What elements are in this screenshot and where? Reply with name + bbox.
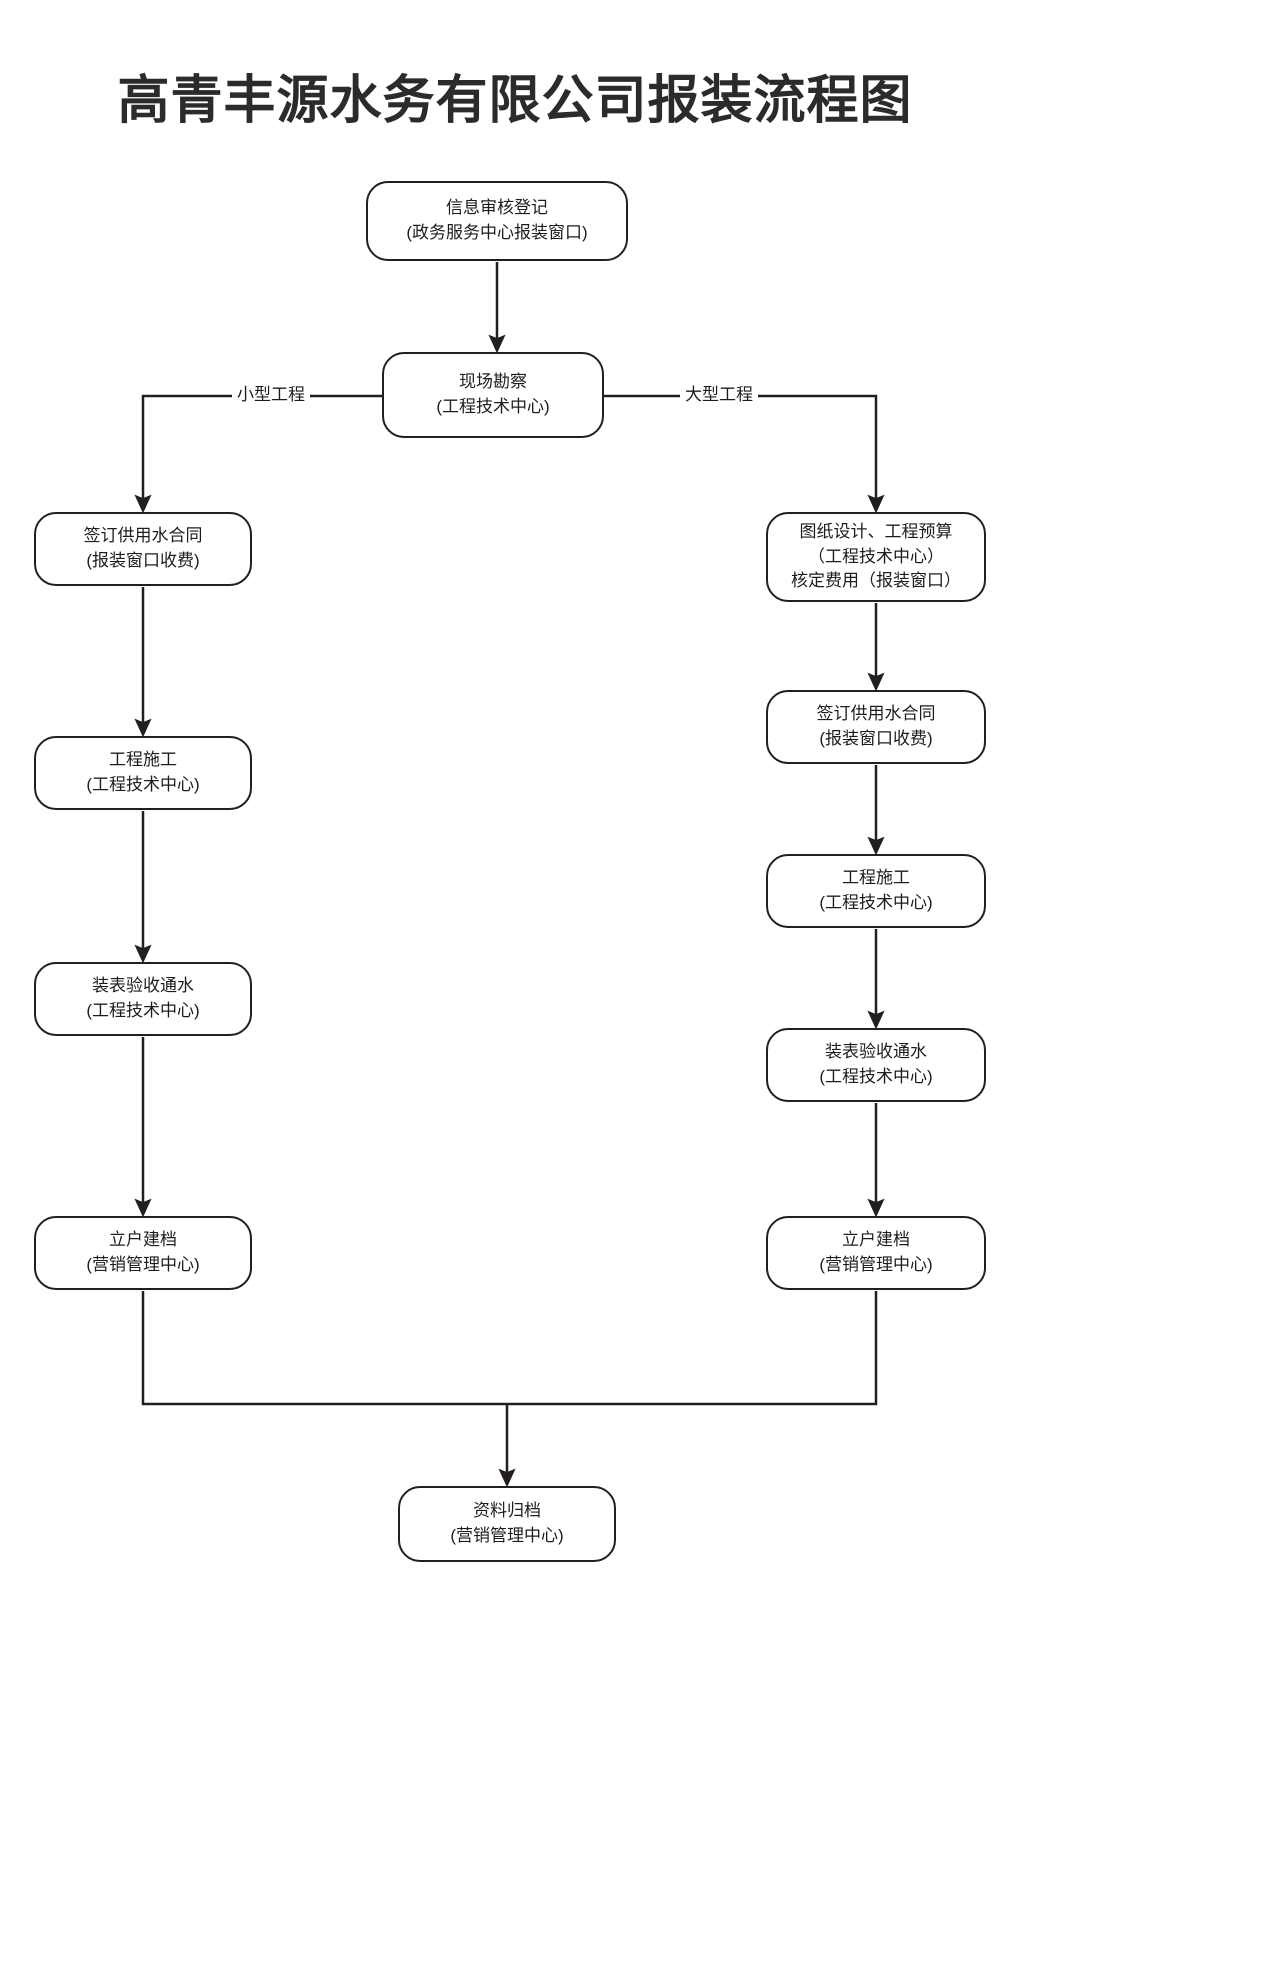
- page-title: 高青丰源水务有限公司报装流程图: [117, 72, 913, 130]
- node-left-account-setup[interactable]: 立户建档 (营销管理中心): [34, 1216, 252, 1290]
- node-line: (营销管理中心): [450, 1526, 564, 1545]
- node-line: (报装窗口收费): [86, 551, 200, 570]
- node-line: 图纸设计、工程预算: [799, 522, 953, 542]
- node-line: 签订供用水合同: [83, 526, 203, 546]
- edge-right-file-to-merge: [507, 1291, 878, 1406]
- node-line: 立户建档: [842, 1230, 910, 1250]
- node-archive[interactable]: 资料归档 (营销管理中心): [398, 1486, 616, 1562]
- node-line: (营销管理中心): [86, 1255, 200, 1274]
- node-right-sign-contract[interactable]: 签订供用水合同 (报装窗口收费): [766, 690, 986, 764]
- node-left-meter-acceptance[interactable]: 装表验收通水 (工程技术中心): [34, 962, 252, 1036]
- node-line: 装表验收通水: [825, 1042, 927, 1062]
- node-line: 现场勘察: [459, 372, 527, 392]
- node-line: (工程技术中心): [819, 1067, 933, 1086]
- node-line: 立户建档: [109, 1230, 177, 1250]
- node-right-construction[interactable]: 工程施工 (工程技术中心): [766, 854, 986, 928]
- node-line: (营销管理中心): [819, 1255, 933, 1274]
- node-right-meter-acceptance[interactable]: 装表验收通水 (工程技术中心): [766, 1028, 986, 1102]
- node-line: (工程技术中心): [819, 893, 933, 912]
- node-line: (工程技术中心): [86, 1001, 200, 1020]
- node-right-drawing-design[interactable]: 图纸设计、工程预算 （工程技术中心） 核定费用（报装窗口）: [766, 512, 986, 602]
- node-left-sign-contract[interactable]: 签订供用水合同 (报装窗口收费): [34, 512, 252, 586]
- node-line: 工程施工: [109, 750, 177, 770]
- node-left-construction[interactable]: 工程施工 (工程技术中心): [34, 736, 252, 810]
- node-site-survey[interactable]: 现场勘察 (工程技术中心): [382, 352, 604, 438]
- node-right-account-setup[interactable]: 立户建档 (营销管理中心): [766, 1216, 986, 1290]
- edge-label-small-project: 小型工程: [232, 384, 310, 405]
- edge-survey-to-left: [134, 394, 382, 514]
- node-information-review[interactable]: 信息审核登记 (政务服务中心报装窗口): [366, 181, 628, 261]
- node-line: 信息审核登记: [446, 198, 548, 218]
- edge-survey-to-right: [604, 394, 885, 514]
- node-line: (政务服务中心报装窗口): [406, 223, 588, 242]
- node-line: (工程技术中心): [86, 775, 200, 794]
- node-line: 签订供用水合同: [816, 704, 936, 724]
- node-line: 核定费用（报装窗口）: [791, 571, 961, 591]
- node-line: (工程技术中心): [436, 397, 550, 416]
- edge-left-file-to-merge: [141, 1291, 507, 1406]
- edge-label-large-project: 大型工程: [680, 384, 758, 405]
- node-line: 装表验收通水: [92, 976, 194, 996]
- node-line: 工程施工: [842, 868, 910, 888]
- node-line: (报装窗口收费): [819, 729, 933, 748]
- node-line: 资料归档: [473, 1501, 541, 1521]
- node-line: （工程技术中心）: [808, 546, 944, 566]
